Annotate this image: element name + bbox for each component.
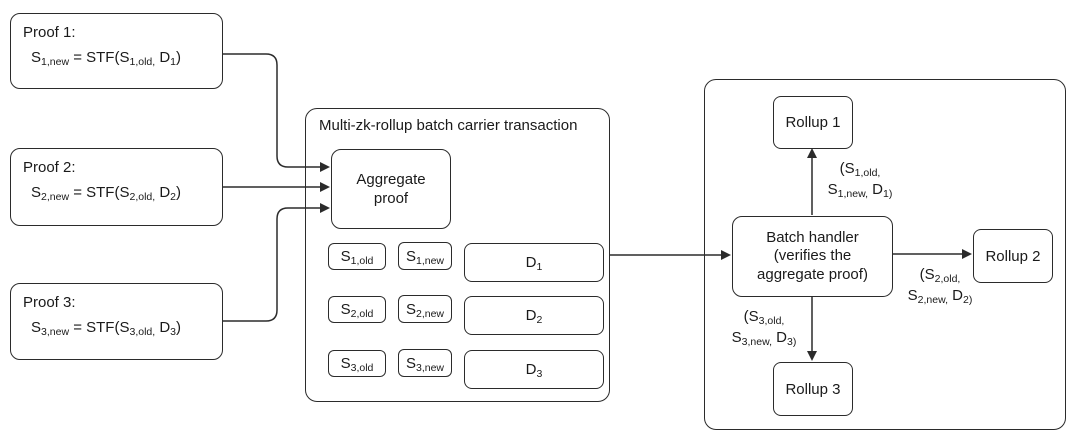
data-box-d3: D3 xyxy=(464,350,604,389)
batch-handler-box: Batch handler (verifies the aggregate pr… xyxy=(732,216,893,297)
edge-label-rollup2-line2: S2,new, D2) xyxy=(907,287,973,307)
arrowhead xyxy=(807,351,817,361)
proof-1-title: Proof 1: xyxy=(23,24,76,41)
rollup-2-label: Rollup 2 xyxy=(985,247,1041,265)
d1-label: D1 xyxy=(525,254,543,274)
proof-3-formula: S3,new = STF(S3,old, D3) xyxy=(31,319,182,339)
state-box-s1-old: S1,old xyxy=(328,243,386,270)
d2-label: D2 xyxy=(525,307,543,327)
rollup-1-label: Rollup 1 xyxy=(785,114,841,131)
s3-new-label: S3,new xyxy=(405,354,445,374)
rollup-2-box: Rollup 2 xyxy=(973,229,1053,283)
batch-handler-line2: (verifies the xyxy=(773,247,852,265)
s2-old-label: S2,old xyxy=(340,301,374,321)
state-box-s2-new: S2,new xyxy=(398,295,452,323)
handler-panel-container: Rollup 1 Batch handler (verifies the agg… xyxy=(704,79,1066,430)
state-box-s3-old: S3,old xyxy=(328,350,386,377)
data-box-d1: D1 xyxy=(464,243,604,282)
proof-3-title: Proof 3: xyxy=(23,294,76,311)
edge-label-rollup3-line2: S3,new, D3) xyxy=(731,329,797,349)
edge-label-rollup2-line1: (S2,old, xyxy=(919,266,961,286)
batch-handler-line3: aggregate proof) xyxy=(757,265,868,283)
arrowhead xyxy=(320,162,330,172)
carrier-transaction-title: Multi-zk-rollup batch carrier transactio… xyxy=(319,117,578,134)
arrow-proof1-to-aggregate xyxy=(223,53,320,168)
proof-1-formula: S1,new = STF(S1,old, D1) xyxy=(31,49,182,69)
data-box-d2: D2 xyxy=(464,296,604,335)
arrowhead xyxy=(962,249,972,259)
proof-2-formula: S2,new = STF(S2,old, D2) xyxy=(31,184,182,204)
edge-label-rollup1-line1: (S1,old, xyxy=(839,160,881,180)
batch-handler-line1: Batch handler xyxy=(766,228,859,246)
state-box-s2-old: S2,old xyxy=(328,296,386,323)
edge-label-rollup1: (S1,old, S1,new, D1) xyxy=(798,158,922,200)
proof-2-title: Proof 2: xyxy=(23,159,76,176)
proof-3-box: Proof 3: S3,new = STF(S3,old, D3) xyxy=(10,283,223,360)
aggregate-proof-label: Aggregate proof xyxy=(356,171,426,207)
edge-label-rollup3-line1: (S3,old, xyxy=(743,308,785,328)
s1-old-label: S1,old xyxy=(340,248,374,268)
state-box-s1-new: S1,new xyxy=(398,242,452,270)
carrier-transaction-container: Multi-zk-rollup batch carrier transactio… xyxy=(305,108,610,402)
edge-label-rollup2: (S2,old, S2,new, D2) xyxy=(878,264,1002,306)
edge-label-rollup3: (S3,old, S3,new, D3) xyxy=(702,306,826,348)
rollup-3-box: Rollup 3 xyxy=(773,362,853,416)
rollup-1-box: Rollup 1 xyxy=(773,96,853,149)
arrowhead xyxy=(320,203,330,213)
state-box-s3-new: S3,new xyxy=(398,349,452,377)
arrowhead xyxy=(721,250,731,260)
rollup-3-label: Rollup 3 xyxy=(785,380,841,398)
arrowhead xyxy=(807,148,817,158)
arrowhead xyxy=(320,182,330,192)
proof-1-box: Proof 1: S1,new = STF(S1,old, D1) xyxy=(10,13,223,89)
d3-label: D3 xyxy=(525,361,543,381)
aggregate-proof-box: Aggregate proof xyxy=(331,149,451,229)
s1-new-label: S1,new xyxy=(405,247,445,267)
edge-label-rollup1-line2: S1,new, D1) xyxy=(827,181,893,201)
proof-2-box: Proof 2: S2,new = STF(S2,old, D2) xyxy=(10,148,223,226)
s3-old-label: S3,old xyxy=(340,355,374,375)
arrow-proof3-to-aggregate xyxy=(223,207,320,322)
s2-new-label: S2,new xyxy=(405,300,445,320)
